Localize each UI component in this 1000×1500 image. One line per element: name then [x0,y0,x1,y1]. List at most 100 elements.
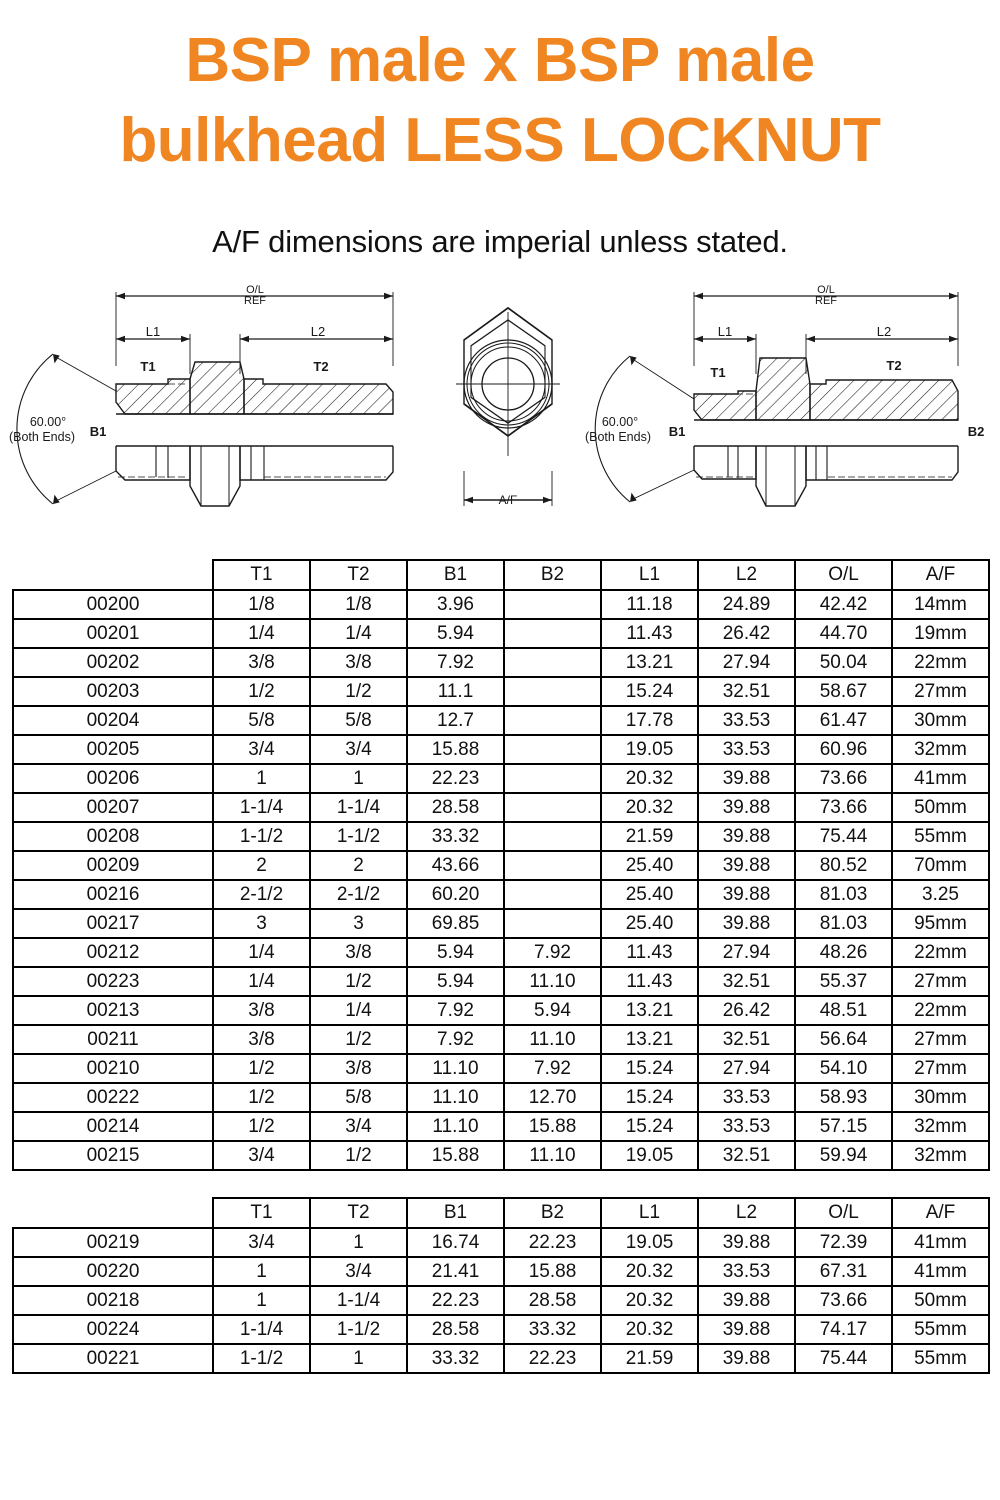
part-number-cell: 00210 [12,1053,214,1084]
cell-o-l: 44.70 [794,618,893,649]
cell-b2: 33.32 [503,1314,602,1345]
cell-l1: 21.59 [600,1343,699,1374]
cell-l1: 11.43 [600,618,699,649]
part-number-cell: 00215 [12,1140,214,1171]
cell-b2: 7.92 [503,937,602,968]
dimension-l2-label: L2 [311,324,325,339]
cell-l2: 26.42 [697,995,796,1026]
cell-a-f: 3.25 [891,879,990,910]
cell-b2: 5.94 [503,995,602,1026]
cell-l2: 39.88 [697,821,796,852]
cell-l1: 19.05 [600,1227,699,1258]
cell-a-f: 55mm [891,1314,990,1345]
dimension-l2-label-right: L2 [877,324,891,339]
cell-l2: 39.88 [697,908,796,939]
cell-b1: 5.94 [406,937,505,968]
cell-b1: 11.10 [406,1082,505,1113]
cell-o-l: 81.03 [794,908,893,939]
cell-o-l: 56.64 [794,1024,893,1055]
cell-t2: 1-1/4 [309,792,408,823]
cell-l1: 20.32 [600,1314,699,1345]
cell-t2: 1/4 [309,995,408,1026]
cell-b2 [503,908,602,939]
column-header-b1: B1 [406,559,505,591]
cell-t1: 1 [212,1285,311,1316]
cell-b2 [503,618,602,649]
cell-l1: 20.32 [600,792,699,823]
cell-b1: 12.7 [406,705,505,736]
cell-b1: 7.92 [406,647,505,678]
cell-o-l: 73.66 [794,1285,893,1316]
cell-l1: 25.40 [600,850,699,881]
cell-b2: 15.88 [503,1111,602,1142]
cell-t2: 3/8 [309,937,408,968]
cell-l2: 33.53 [697,734,796,765]
bore-b1-label-right: B1 [669,424,686,439]
part-number-cell: 00224 [12,1314,214,1345]
cell-b2: 7.92 [503,1053,602,1084]
overall-length-label-line1-right: O/L [817,284,835,296]
cell-l1: 19.05 [600,734,699,765]
cell-a-f: 27mm [891,676,990,707]
part-number-cell: 00207 [12,792,214,823]
cell-a-f: 14mm [891,589,990,620]
cell-b2 [503,763,602,794]
part-number-cell: 00200 [12,589,214,620]
cell-l2: 26.42 [697,618,796,649]
cell-b2: 12.70 [503,1082,602,1113]
part-number-cell: 00212 [12,937,214,968]
part-number-cell: 00217 [12,908,214,939]
cell-a-f: 30mm [891,705,990,736]
cell-a-f: 32mm [891,1111,990,1142]
page-subtitle: A/F dimensions are imperial unless state… [212,224,788,259]
cell-b1: 69.85 [406,908,505,939]
cell-b2: 28.58 [503,1285,602,1316]
cell-l1: 13.21 [600,995,699,1026]
cell-t2: 1 [309,763,408,794]
overall-length-label-line2: REF [244,295,266,307]
cell-a-f: 50mm [891,792,990,823]
cell-l2: 39.88 [697,879,796,910]
cell-b2: 15.88 [503,1256,602,1287]
cell-a-f: 19mm [891,618,990,649]
cell-o-l: 60.96 [794,734,893,765]
part-number-cell: 00216 [12,879,214,910]
cell-l2: 32.51 [697,1140,796,1171]
cell-b1: 5.94 [406,618,505,649]
cell-b2: 11.10 [503,966,602,997]
cell-b1: 33.32 [406,821,505,852]
cell-b2 [503,676,602,707]
cell-b1: 43.66 [406,850,505,881]
cell-t2: 1 [309,1343,408,1374]
cell-l2: 33.53 [697,1111,796,1142]
cell-t1: 3/8 [212,647,311,678]
part-number-cell: 00205 [12,734,214,765]
cell-b1: 11.10 [406,1111,505,1142]
table-separator [12,1171,988,1197]
cell-l2: 39.88 [697,1314,796,1345]
cell-o-l: 58.67 [794,676,893,707]
cell-l1: 20.32 [600,1285,699,1316]
cell-o-l: 73.66 [794,763,893,794]
cell-t2: 3/4 [309,734,408,765]
cell-l1: 21.59 [600,821,699,852]
cell-t2: 2-1/2 [309,879,408,910]
cell-t1: 3/8 [212,995,311,1026]
cell-b2: 11.10 [503,1140,602,1171]
cell-o-l: 73.66 [794,792,893,823]
column-header-b2: B2 [503,1197,602,1229]
cell-b2: 22.23 [503,1227,602,1258]
cell-l2: 39.88 [697,1285,796,1316]
cell-a-f: 70mm [891,850,990,881]
cell-b1: 33.32 [406,1343,505,1374]
cell-t1: 1/4 [212,966,311,997]
cell-b2: 22.23 [503,1343,602,1374]
